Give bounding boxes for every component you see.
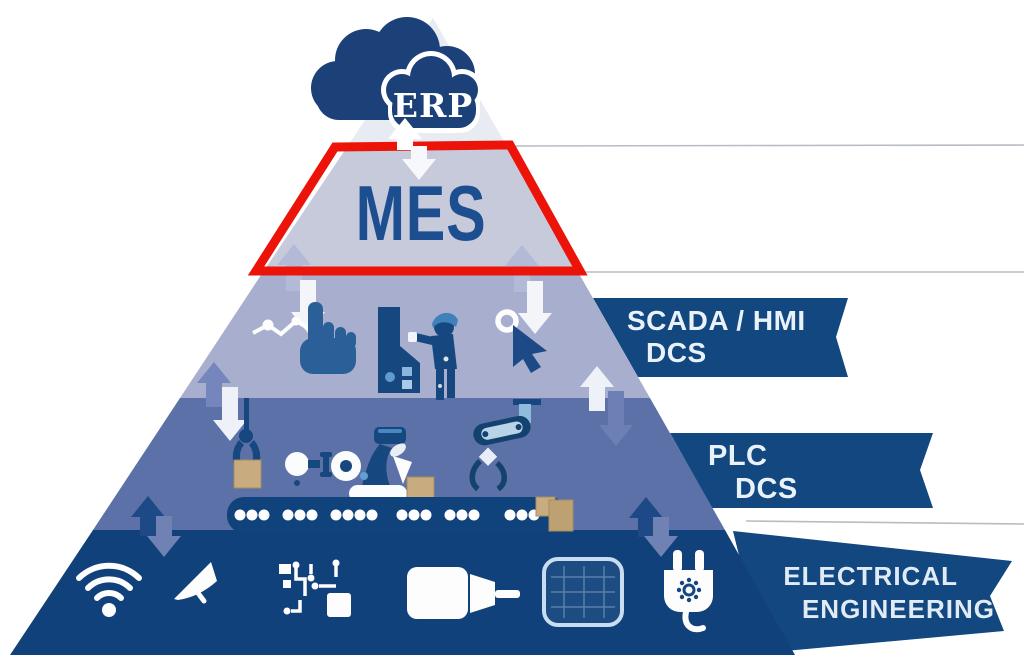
banner-plc-line2: DCS xyxy=(735,473,798,505)
arrow-down-icon xyxy=(147,516,181,557)
arrow-down-icon xyxy=(402,146,436,180)
erp-cloud: ERP xyxy=(311,17,483,180)
gear-link-icon xyxy=(285,451,361,486)
banner-scada: SCADA / HMI DCS xyxy=(593,298,848,377)
operator-panel-icon xyxy=(378,307,458,400)
arrow-up-icon xyxy=(131,496,165,536)
banner-scada-ribbon xyxy=(593,298,848,377)
erp-label: ERP xyxy=(393,86,473,125)
plc-icons xyxy=(227,398,574,533)
arrow-up-icon xyxy=(629,497,663,537)
banner-scada-line1: SCADA / HMI xyxy=(627,305,806,336)
gripper-crane-icon xyxy=(232,398,262,489)
power-plug-icon xyxy=(664,550,713,633)
banner-electrical-line1: ELECTRICAL xyxy=(783,561,958,591)
arrow-down-icon xyxy=(599,391,633,446)
antenna-icon xyxy=(174,562,217,604)
pyramid-level-mes xyxy=(263,150,578,272)
conveyor-belt-icon xyxy=(227,497,567,533)
claw-arm-icon xyxy=(469,399,541,492)
arrow-up-icon xyxy=(197,362,231,407)
banner-plc: PLC DCS xyxy=(670,433,933,508)
trend-touch-hand-icon xyxy=(252,302,356,374)
wifi-icon xyxy=(76,562,142,617)
crate-icon xyxy=(535,496,574,532)
arrow-down-icon xyxy=(644,517,678,557)
guide-line-bottom xyxy=(745,520,1024,525)
drill-icon xyxy=(407,567,520,619)
touch-panel-icon xyxy=(542,557,624,627)
arrow-down-icon xyxy=(213,387,247,441)
guide-lines xyxy=(512,144,1024,525)
banner-plc-line1: PLC xyxy=(708,440,768,472)
banner-scada-line2: DCS xyxy=(646,337,707,368)
banner-electrical xyxy=(733,531,1012,653)
guide-line-top xyxy=(512,144,1024,147)
arrow-down-icon xyxy=(518,281,552,334)
arrow-up-icon xyxy=(388,118,422,150)
banner-electrical-line2: ENGINEERING xyxy=(802,594,995,624)
mes-highlight-outline xyxy=(247,140,588,276)
scada-icons xyxy=(252,302,547,400)
mouse-cursor-icon xyxy=(495,309,547,373)
arrow-up-icon xyxy=(580,366,614,411)
banner-electrical-ribbon xyxy=(733,531,1012,653)
banner-plc-ribbon xyxy=(670,433,933,508)
field-icons: ELECTRICAL ENGINEERING xyxy=(76,550,995,633)
circuit-icon xyxy=(279,559,351,617)
mes-label: MES xyxy=(356,169,487,257)
